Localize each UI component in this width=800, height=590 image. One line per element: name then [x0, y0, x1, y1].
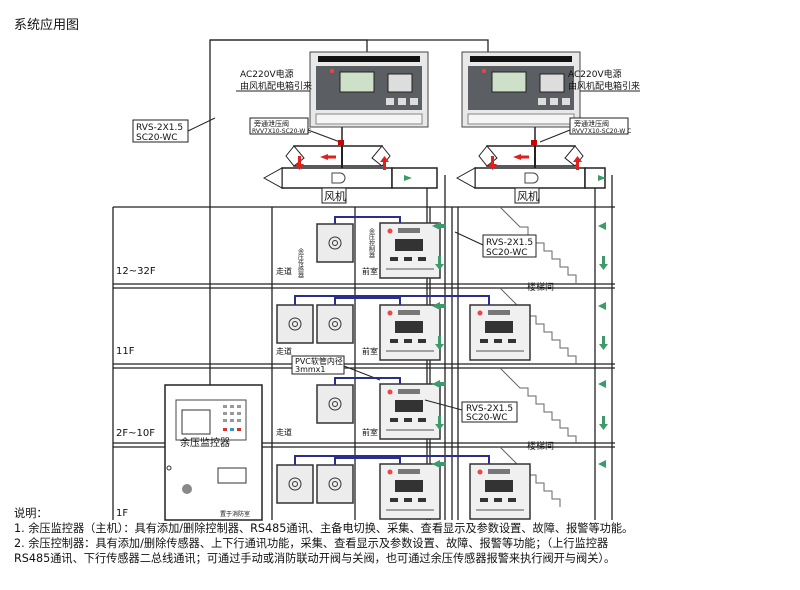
- power-label-2: 由风机配电箱引来: [240, 80, 312, 92]
- pressure-controller: [379, 304, 441, 361]
- monitor-location: 置于消防室: [220, 510, 250, 518]
- notes-heading: 说明：: [14, 507, 48, 520]
- power-label-right-2: 由风机配电箱引来: [568, 80, 640, 92]
- cable-label-2: SC20-WC: [136, 133, 178, 143]
- power-label-right: AC220V电源: [568, 68, 622, 80]
- pressure-sensor: [316, 384, 354, 424]
- stairwell-label: 楼梯间: [527, 440, 554, 452]
- pressure-controller: [379, 222, 441, 279]
- pvc-label: PVC软管内径: [295, 356, 343, 366]
- page-title: 系统应用图: [14, 18, 80, 33]
- fan-label-right: 风机: [517, 189, 539, 203]
- controller-unit-right: [461, 51, 581, 128]
- notes-section: 说明： 1. 余压监控器（主机）：具有添加/删除控制器、RS485通讯、主备电切…: [14, 506, 633, 566]
- corridor-label: 走道: [276, 427, 292, 437]
- pressure-controller: [379, 383, 441, 440]
- controller-label: 余压控制器: [368, 227, 375, 259]
- cable-label: RVS-2X1.5: [466, 404, 513, 414]
- air-duct-right: [456, 139, 586, 189]
- valve-label: 旁通泄压阀: [254, 119, 289, 128]
- corridor-label: 走道: [276, 266, 292, 276]
- stairwell-label: 楼梯间: [527, 281, 554, 293]
- pressure-monitor: 余压监控器 置于消防室: [164, 384, 263, 521]
- note-item: RS485通讯、下行传感器二总线通讯；可通过手动或消防联动开阀与关阀，也可通过余…: [14, 552, 616, 565]
- note-item: 2. 余压控制器：具有添加/删除传感器、上下行通讯功能，采集、查看显示及参数设置…: [14, 537, 609, 550]
- corridor-label: 走道: [276, 346, 292, 356]
- floor-label: 12~32F: [116, 266, 156, 277]
- pressure-sensor: [316, 223, 354, 263]
- sensor-label: 余压传感器: [297, 247, 304, 279]
- controller-unit-left: [309, 51, 429, 128]
- note-item: 1. 余压监控器（主机）：具有添加/删除控制器、RS485通讯、主备电切换、采集…: [14, 522, 634, 535]
- pressure-sensor: [316, 464, 354, 504]
- cable-label: RVS-2X1.5: [486, 238, 533, 248]
- valve-model: RVV7X10-SC20-W C: [252, 128, 311, 135]
- pressure-sensor: [316, 304, 354, 344]
- valve-label-right: 旁通泄压阀: [574, 119, 609, 128]
- monitor-label: 余压监控器: [180, 436, 230, 449]
- cable-label-2: SC20-WC: [466, 413, 508, 423]
- fan-label: 风机: [324, 189, 346, 203]
- pressure-sensor: [276, 304, 314, 344]
- cable-label: RVS-2X1.5: [136, 123, 183, 133]
- cable-label-2: SC20-WC: [486, 248, 528, 258]
- air-duct-left: [263, 139, 393, 189]
- front-room-label: 前室: [362, 346, 378, 356]
- pressure-controller-stair: [469, 304, 531, 361]
- pvc-label-2: 3mmx1: [295, 365, 326, 374]
- floor-label: 2F~10F: [116, 428, 155, 439]
- floor-label: 1F: [116, 508, 128, 519]
- power-label: AC220V电源: [240, 68, 294, 80]
- front-room-label: 前室: [362, 266, 378, 276]
- front-room-label: 前室: [362, 427, 378, 437]
- valve-model-right: RVV7X10-SC20-W C: [572, 128, 631, 135]
- pressure-sensor: [276, 464, 314, 504]
- floor-label: 11F: [116, 346, 135, 357]
